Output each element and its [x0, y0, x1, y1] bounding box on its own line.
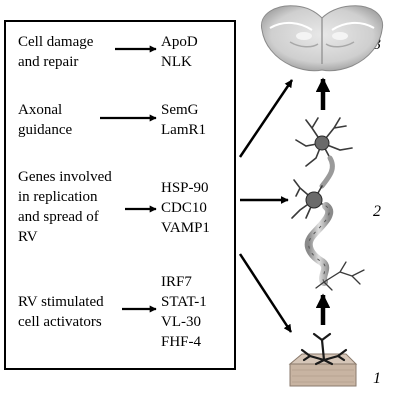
arrow-to-brain	[238, 79, 294, 158]
gene-list-cell-damage: ApoD NLK	[161, 34, 198, 70]
arrow-to-muscle	[238, 253, 293, 333]
stage-number-2: 2	[373, 203, 381, 220]
category-label-rv-activators: RV stimulated cell activators	[18, 294, 104, 330]
gene-list-axonal-guidance: SemG LamR1	[161, 102, 206, 138]
muscle-tissue-image	[288, 332, 358, 387]
neuron-image	[291, 117, 365, 291]
category-label-replication: Genes involved in replication and spread…	[18, 169, 112, 245]
category-label-axonal-guidance: Axonal guidance	[18, 102, 73, 138]
stage-number-1: 1	[373, 370, 381, 387]
gene-category-box	[4, 20, 236, 370]
brain-section-image	[260, 5, 384, 72]
gene-list-replication: HSP-90 CDC10 VAMP1	[161, 180, 210, 236]
category-label-cell-damage: Cell damage and repair	[18, 34, 94, 70]
gene-list-rv-activators: IRF7 STAT-1 VL-30 FHF-4	[161, 274, 207, 350]
